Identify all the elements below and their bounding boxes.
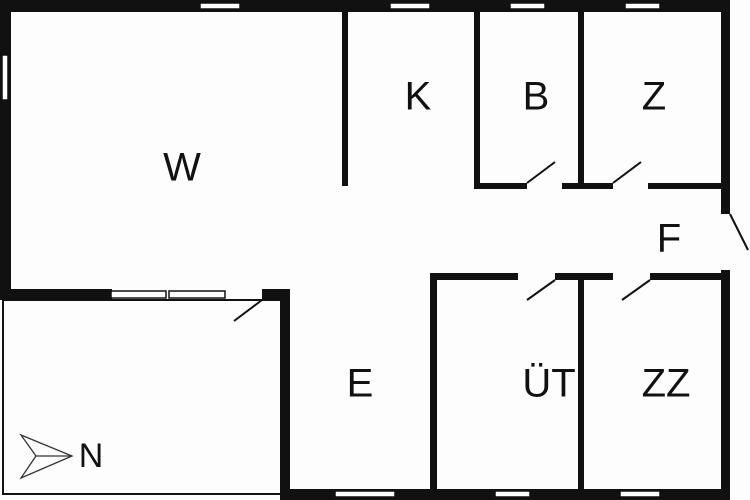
- room-label-e: E: [347, 362, 374, 406]
- room-label-k: K: [405, 75, 432, 119]
- windows: [1, 2, 661, 498]
- room-label-zz: ZZ: [642, 362, 691, 406]
- room-label-b: B: [523, 75, 550, 119]
- doors: [233, 161, 749, 322]
- room-label-w: W: [163, 146, 201, 190]
- north-arrow-icon: [19, 433, 74, 480]
- room-label-z: Z: [642, 75, 666, 119]
- room-label-ut: ÜT: [522, 362, 575, 406]
- room-label-f: F: [657, 217, 681, 261]
- walls: [0, 0, 730, 500]
- compass-label: N: [79, 437, 104, 475]
